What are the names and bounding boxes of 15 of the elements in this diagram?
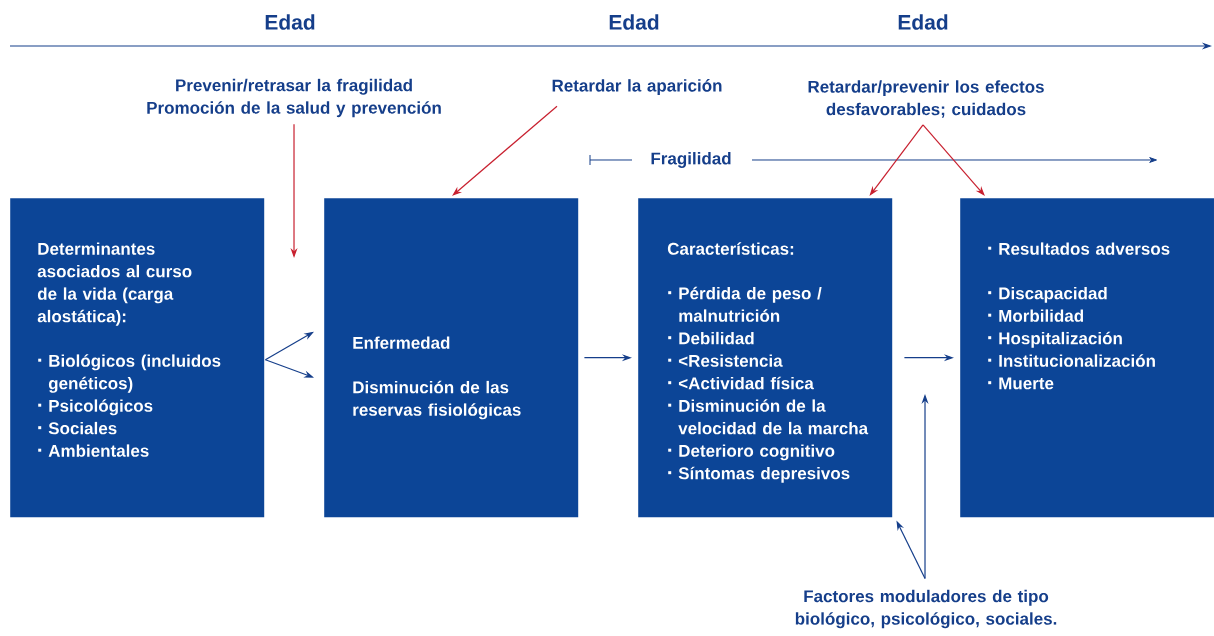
text-box: Enfermedad Disminución de las reservas fisiológicas — [324, 198, 579, 518]
annotation-text: Retardar la aparición — [552, 79, 722, 95]
axis-label: Edad — [605, 11, 663, 33]
axis-label: Edad — [894, 11, 952, 33]
arrow — [869, 124, 924, 196]
text-box: Resultados adversos Discapacidad Morbilidad Hospitalización Institucionalización Muerte — [960, 198, 1214, 518]
arrow — [922, 124, 985, 196]
span-label: Fragilidad — [647, 149, 735, 171]
axis-label: Edad — [261, 11, 319, 33]
arrow — [452, 105, 558, 196]
text-box: Características: Pérdida de peso / malnutrición Debilidad <Resistencia <Actividad física Disminución de la velocidad de la marcha Deterioro cognitivo Síntomas depresivos — [638, 198, 893, 518]
text-box: Determinantes asociados al curso de la vida (carga alostática): Biológicos (incluidos genéticos) Psicológicos Sociales Ambientales — [10, 198, 265, 518]
annotation-text: Prevenir/retrasar la fragilidad Promoción de la salud y prevención — [147, 78, 441, 118]
annotation-text: Retardar/prevenir los efectos desfavorables; cuidados — [808, 80, 1044, 118]
annotation-text: Factores moduladores de tipo biológico, psicológico, sociales. — [795, 589, 1057, 629]
